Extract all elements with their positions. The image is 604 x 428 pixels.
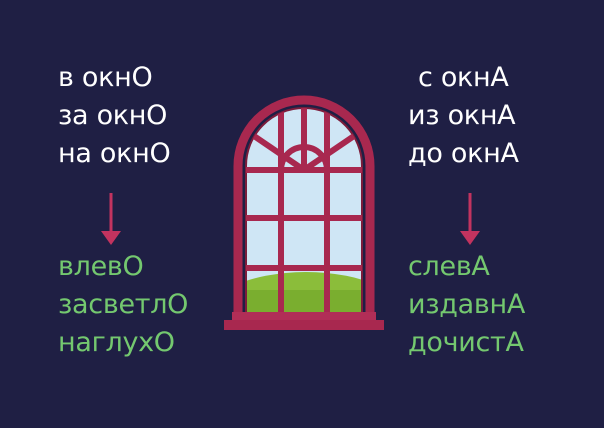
down-arrow-icon <box>460 193 480 245</box>
right-adverbs: слевА издавнА дочистА <box>408 248 525 362</box>
right-adverb-1: слевА <box>408 251 490 282</box>
down-arrow-icon <box>101 193 121 245</box>
right-adverb-2: издавнА <box>408 289 526 320</box>
window-illustration <box>224 95 384 330</box>
right-phrase-3: до окнА <box>408 138 519 169</box>
right-phrase-1: с окнА <box>418 62 509 93</box>
left-adverb-2: засветлО <box>58 289 189 320</box>
right-phrases: с окнА из окнА до окнА <box>408 59 519 173</box>
left-phrase-1: в окнО <box>58 62 153 93</box>
left-phrase-2: за окнО <box>58 100 168 131</box>
left-adverbs: влевО засветлО наглухО <box>58 248 188 362</box>
left-phrase-3: на окнО <box>58 138 171 169</box>
right-adverb-3: дочистА <box>408 327 524 358</box>
right-phrase-2: из окнА <box>408 100 516 131</box>
left-adverb-1: влевО <box>58 251 144 282</box>
left-phrases: в окнО за окнО на окнО <box>58 59 171 173</box>
left-adverb-3: наглухО <box>58 327 175 358</box>
